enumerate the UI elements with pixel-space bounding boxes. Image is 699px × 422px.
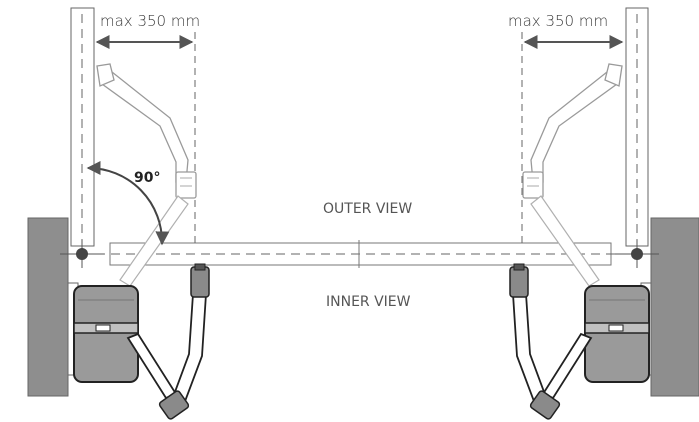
left-closed-arm xyxy=(126,263,210,420)
left-open-gate-leaf xyxy=(70,7,95,247)
left-wall-pillar xyxy=(27,217,69,397)
right-wall-pillar xyxy=(650,217,699,397)
inner-view-label: INNER VIEW xyxy=(326,294,411,310)
right-open-arm xyxy=(522,63,623,199)
left-max-distance-label: max 350 mm xyxy=(100,12,200,30)
left-pivot xyxy=(60,240,104,268)
angle-arc-arrow xyxy=(86,161,170,246)
outer-view-label: OUTER VIEW xyxy=(323,201,412,217)
left-motor xyxy=(67,282,139,383)
right-max-distance-label: max 350 mm xyxy=(508,12,608,30)
right-motor xyxy=(584,282,652,383)
closed-gate-leaves xyxy=(66,240,650,268)
right-pivot xyxy=(615,240,659,268)
right-open-gate-leaf xyxy=(625,7,649,247)
right-ghost-arm xyxy=(530,195,600,287)
angle-label: 90° xyxy=(134,170,160,186)
left-open-arm xyxy=(96,63,197,199)
right-closed-arm xyxy=(509,263,593,420)
